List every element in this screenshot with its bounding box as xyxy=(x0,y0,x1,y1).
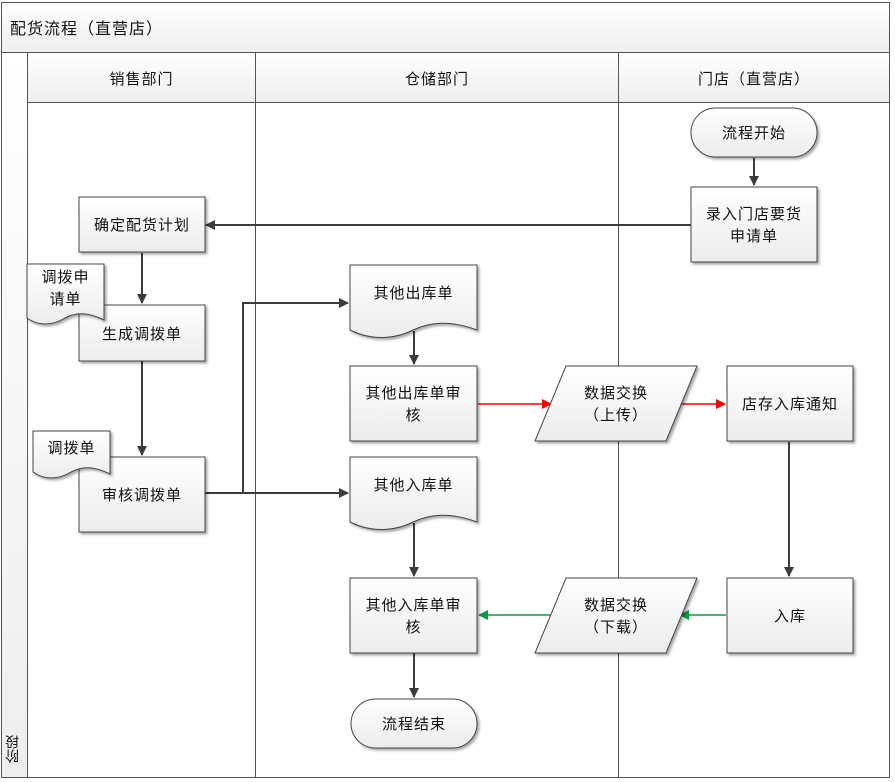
data-exchange-download-label: 数据交换 （下载） xyxy=(583,595,648,636)
lane-header-warehouse: 仓储部门 xyxy=(404,69,469,88)
other-inbound-label: 其他入库单 xyxy=(373,476,454,494)
phase-label: 阶段 xyxy=(5,735,21,763)
end-label: 流程结束 xyxy=(381,714,446,733)
other-inbound-document xyxy=(349,456,478,530)
start-terminator xyxy=(690,107,818,158)
transfer-doc-label: 调拨单 xyxy=(47,439,96,457)
other-inbound-audit-process xyxy=(349,577,478,654)
data-exchange-upload xyxy=(534,365,698,442)
confirm-plan-process xyxy=(78,196,206,253)
other-outbound-audit-label: 其他出库单审 核 xyxy=(365,383,462,424)
transfer-document xyxy=(32,430,111,479)
diagram-title: 配货流程（直营店） xyxy=(10,19,164,38)
lane-header-band xyxy=(27,52,890,103)
phase-column xyxy=(1,52,28,778)
start-label: 流程开始 xyxy=(721,123,786,142)
inbound-label: 入库 xyxy=(773,606,806,625)
transfer-request-doc-label: 调拨申 请单 xyxy=(41,268,90,308)
data-exchange-download xyxy=(534,577,698,654)
other-inbound-audit-label: 其他入库单审 核 xyxy=(365,595,462,636)
pool-title-bar xyxy=(1,2,890,53)
transfer-request-document xyxy=(26,263,105,325)
entry-request-process xyxy=(690,186,818,263)
other-outbound-label: 其他出库单 xyxy=(373,284,454,302)
confirm-plan-label: 确定配货计划 xyxy=(93,215,190,234)
entry-request-label: 录入门店要货 申请单 xyxy=(705,204,802,245)
generate-transfer-label: 生成调拨单 xyxy=(101,325,182,343)
lane-header-store: 门店（直营店） xyxy=(697,69,810,88)
other-outbound-audit-process xyxy=(349,365,478,442)
end-terminator xyxy=(350,698,478,749)
other-outbound-document xyxy=(349,264,478,338)
data-exchange-upload-label: 数据交换 （上传） xyxy=(583,383,648,424)
inbound-process xyxy=(726,577,854,654)
audit-transfer-label: 审核调拨单 xyxy=(101,486,182,504)
store-inbound-notice-label: 店存入库通知 xyxy=(741,394,838,413)
lane-header-sales: 销售部门 xyxy=(109,69,174,88)
store-inbound-notice-process xyxy=(726,365,854,442)
